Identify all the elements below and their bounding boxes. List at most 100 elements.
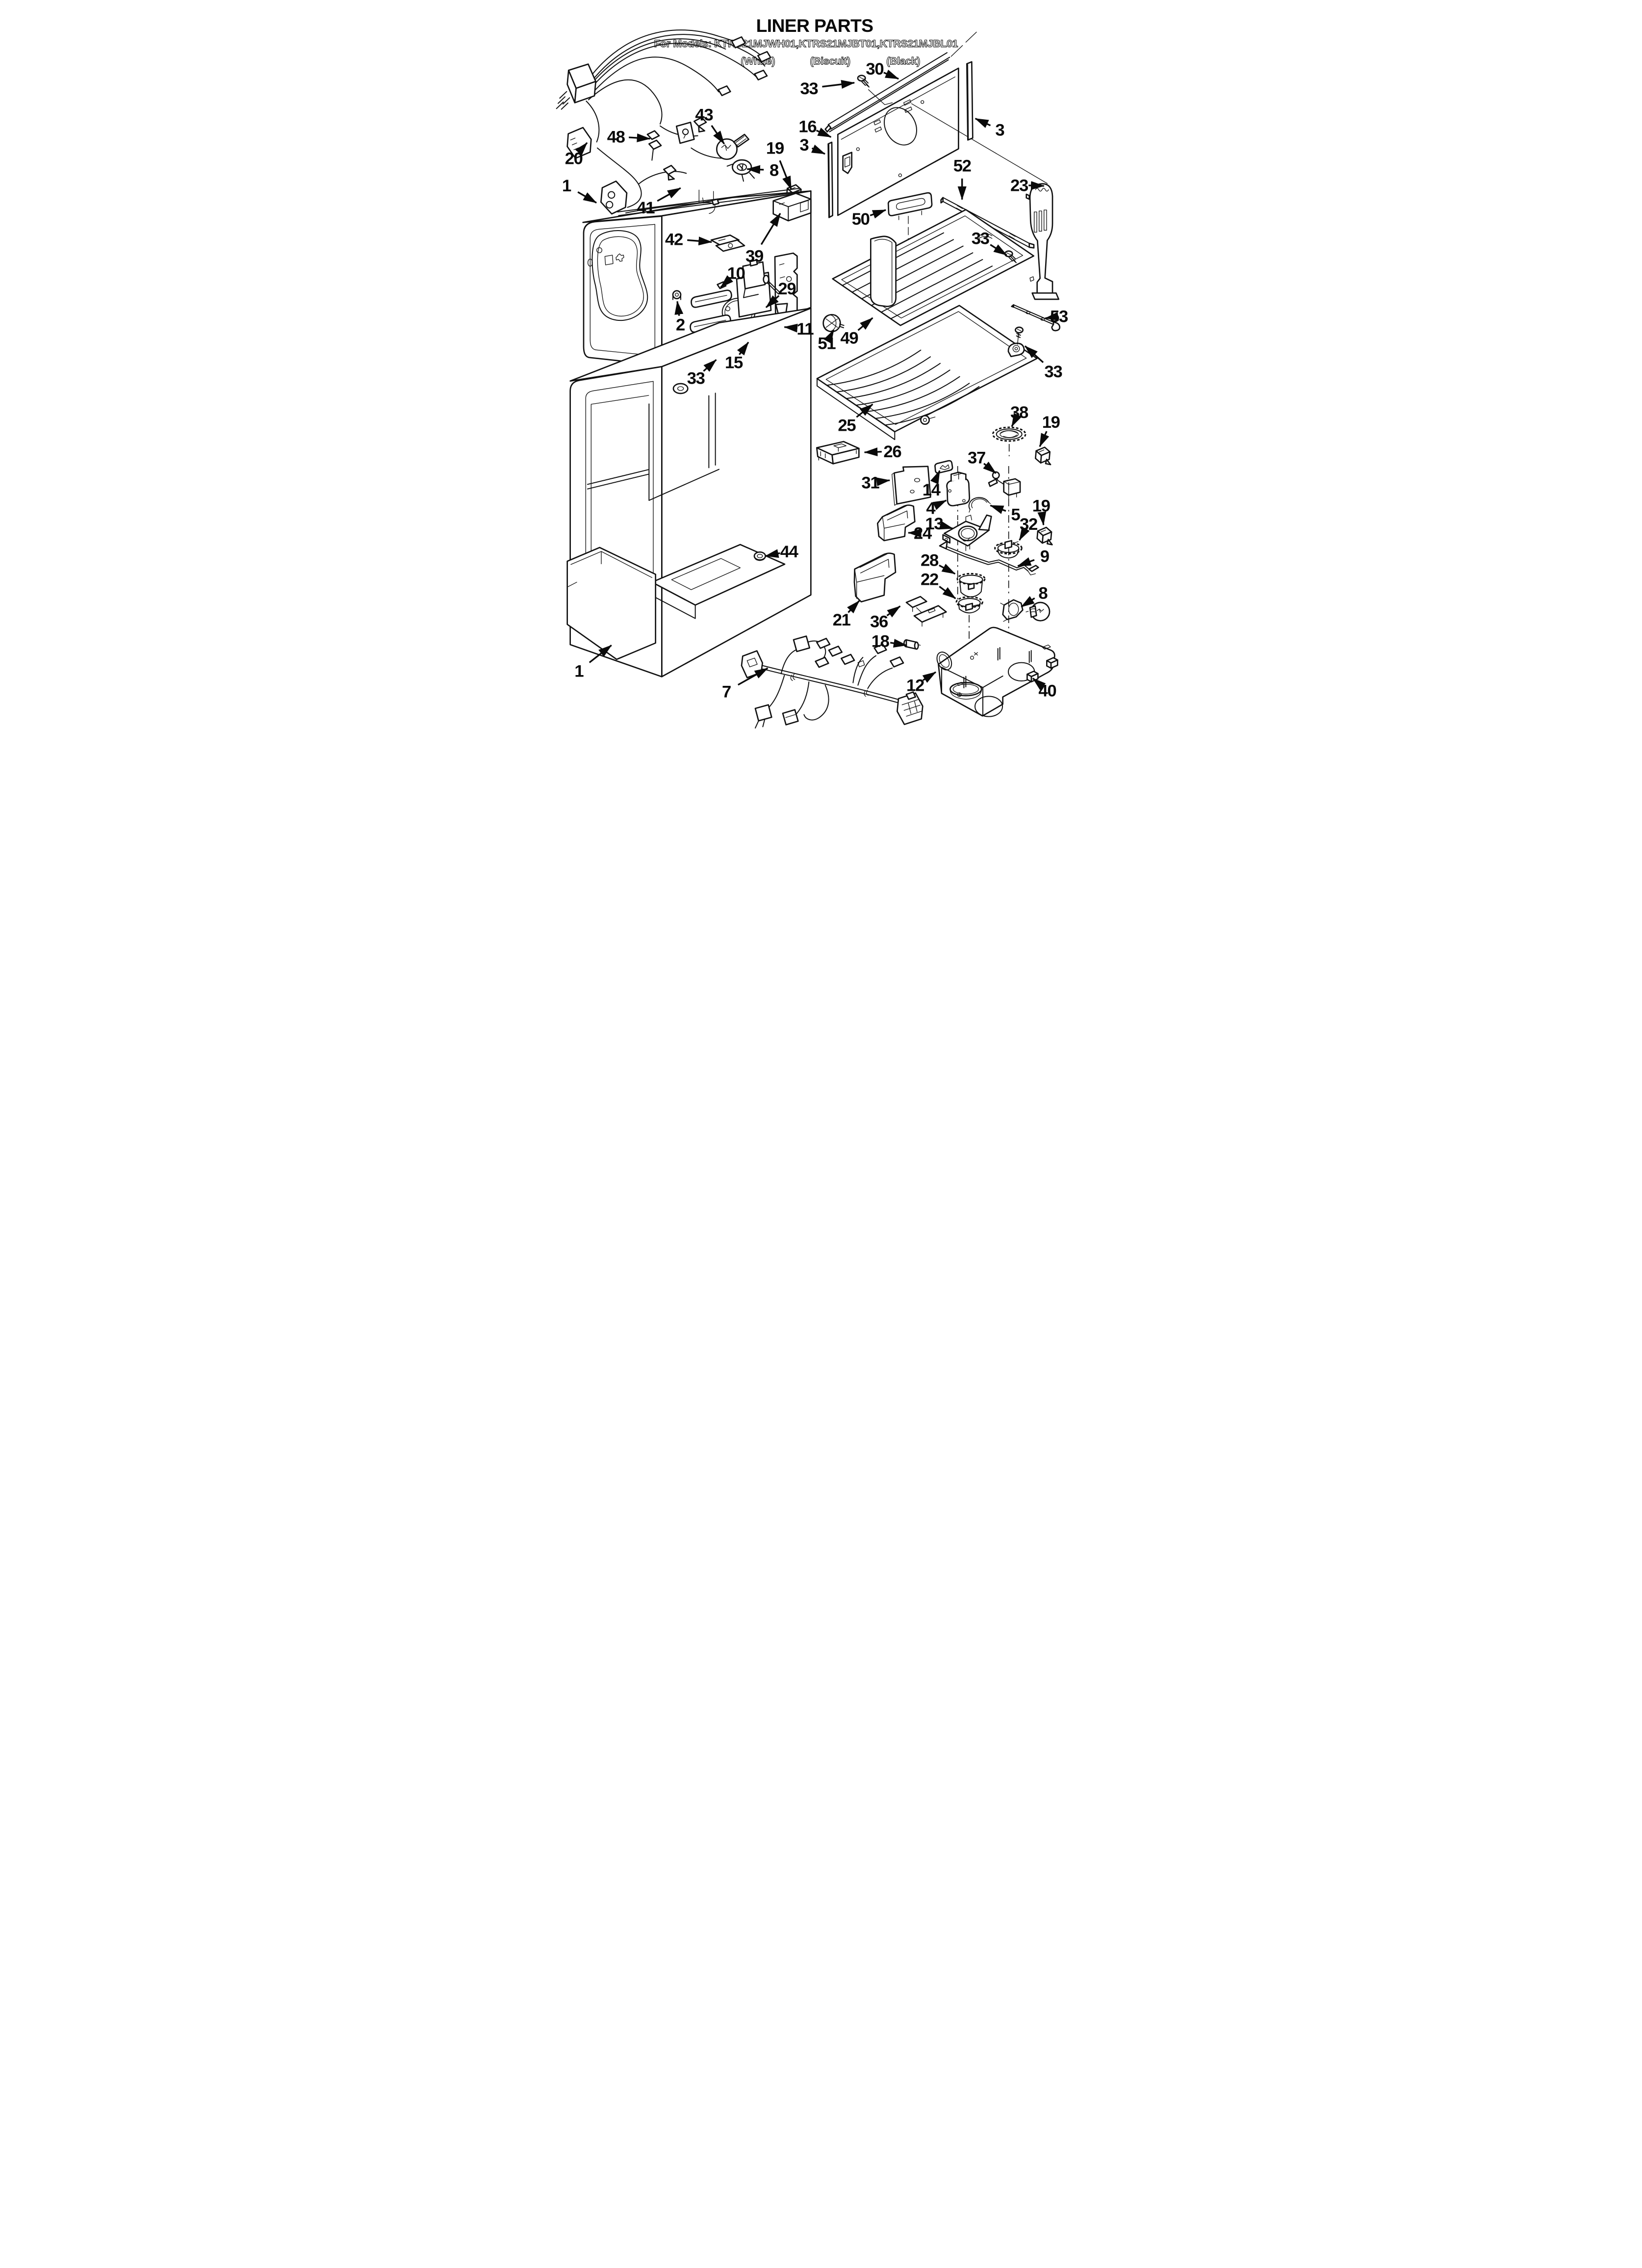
part-10-fan-motor (717, 259, 780, 318)
callout-number-11: 11 (796, 320, 814, 339)
callout-number-20: 20 (565, 149, 583, 168)
callout-arrow-43 (711, 125, 725, 145)
callout-38: 38 (1010, 403, 1029, 427)
callout-33: 33 (972, 230, 1007, 256)
part-8-lamp-socket-bottom (1000, 599, 1051, 622)
callout-number-52: 52 (953, 157, 971, 176)
callout-arrow-20 (575, 142, 588, 156)
callout-arrow-22 (939, 586, 956, 600)
callout-arrow-5 (990, 504, 1006, 514)
callout-arrow-9 (1017, 557, 1035, 567)
part-31-baffle-plate (891, 466, 931, 506)
callout-number-29: 29 (778, 280, 795, 298)
callout-arrow-49 (857, 317, 873, 331)
callout-number-1: 1 (562, 177, 571, 195)
part-43-light-bulb (716, 133, 749, 160)
callout-52: 52 (953, 157, 972, 200)
callout-arrow-33 (703, 359, 717, 372)
part-9-wiring-strip (939, 541, 1039, 575)
callout-arrow-3 (811, 144, 826, 155)
callout-42: 42 (665, 230, 713, 249)
callout-15: 15 (725, 341, 749, 372)
callout-8: 8 (746, 161, 779, 180)
callout-arrow-10 (720, 275, 734, 288)
callout-number-33: 33 (800, 79, 818, 98)
callout-arrow-21 (847, 600, 860, 614)
callout-number-19: 19 (1042, 413, 1060, 432)
callout-arrow-42 (687, 236, 713, 246)
callout-40: 40 (1032, 678, 1057, 700)
part-37-sensor (988, 471, 1021, 499)
callout-3: 3 (799, 136, 826, 155)
callout-arrow-33 (990, 244, 1007, 256)
callout-20: 20 (565, 142, 588, 168)
callout-number-8: 8 (770, 161, 779, 180)
part-38-control-cam (992, 426, 1026, 456)
callout-number-5: 5 (1011, 505, 1020, 524)
callout-arrow-51 (823, 329, 835, 344)
part-5-tube-clip (968, 497, 991, 513)
callout-arrow-25 (856, 403, 873, 418)
callout-arrow-16 (816, 128, 832, 138)
part-42-bracket (710, 235, 745, 252)
callout-number-7: 7 (722, 682, 731, 701)
callout-number-21: 21 (833, 611, 851, 629)
callout-arrow-13 (939, 521, 953, 530)
part-26-damper-housing (816, 441, 860, 465)
callout-number-33: 33 (687, 369, 705, 388)
callout-13: 13 (925, 515, 953, 533)
callout-31: 31 (861, 474, 891, 493)
callout-26: 26 (864, 443, 902, 461)
part-48-clip (646, 130, 662, 161)
callout-number-19: 19 (1032, 497, 1050, 516)
part-49-upper-shelf (832, 209, 1034, 326)
callout-number-10: 10 (727, 264, 745, 283)
callout-arrow-7 (738, 667, 769, 686)
callout-16: 16 (798, 118, 832, 138)
models-line: For Models: KTRS21MJWH01,KTRS21MJBT01,KT… (654, 38, 958, 50)
part-23-air-tower (1026, 183, 1059, 300)
callout-number-16: 16 (798, 118, 817, 136)
callout-arrow-53 (1045, 312, 1059, 321)
callout-49: 49 (840, 317, 873, 348)
callout-arrow-4 (932, 499, 947, 510)
callout-50: 50 (852, 209, 887, 229)
callout-arrow-19 (779, 160, 792, 190)
callout-number-37: 37 (968, 449, 985, 468)
callout-44: 44 (765, 543, 799, 561)
callout-number-33: 33 (972, 230, 990, 248)
callout-number-44: 44 (780, 543, 799, 561)
callout-30: 30 (866, 60, 899, 80)
callout-number-22: 22 (921, 570, 938, 589)
callout-number-32: 32 (1020, 515, 1037, 534)
callout-number-15: 15 (725, 353, 743, 372)
part-3-trim-strip-right (966, 61, 974, 141)
callout-number-25: 25 (838, 416, 856, 435)
callout-arrow-19 (1037, 511, 1047, 526)
callout-number-33: 33 (1044, 363, 1062, 381)
part-25-lower-shelf (816, 305, 1038, 440)
callout-36: 36 (870, 605, 901, 631)
callout-32: 32 (1019, 515, 1038, 541)
callout-number-30: 30 (866, 60, 883, 78)
parts-catalog-page: LINER PARTS For Models: KTRS21MJWH01,KTR… (547, 0, 1095, 756)
callout-arrow-33 (1024, 345, 1044, 363)
liner-parts-diagram: LINER PARTS For Models: KTRS21MJWH01,KTR… (556, 15, 1069, 729)
callout-number-53: 53 (1050, 308, 1068, 326)
callout-number-51: 51 (818, 334, 836, 353)
callout-21: 21 (833, 600, 860, 629)
callout-3: 3 (975, 118, 1005, 139)
callout-number-18: 18 (872, 632, 890, 651)
part-16-rear-panel (837, 67, 1048, 216)
part-heaters (690, 289, 732, 333)
callout-8: 8 (1021, 584, 1049, 608)
callout-arrow-3 (975, 118, 991, 128)
finish-label-biscuit: (Biscuit) (810, 55, 851, 67)
part-7-wire-harness-bottom (741, 635, 924, 729)
callout-number-8: 8 (1038, 584, 1048, 602)
callout-29: 29 (765, 280, 796, 308)
callout-1: 1 (574, 645, 612, 680)
callout-arrow-41 (657, 187, 681, 202)
part-2-grommet (672, 290, 682, 300)
